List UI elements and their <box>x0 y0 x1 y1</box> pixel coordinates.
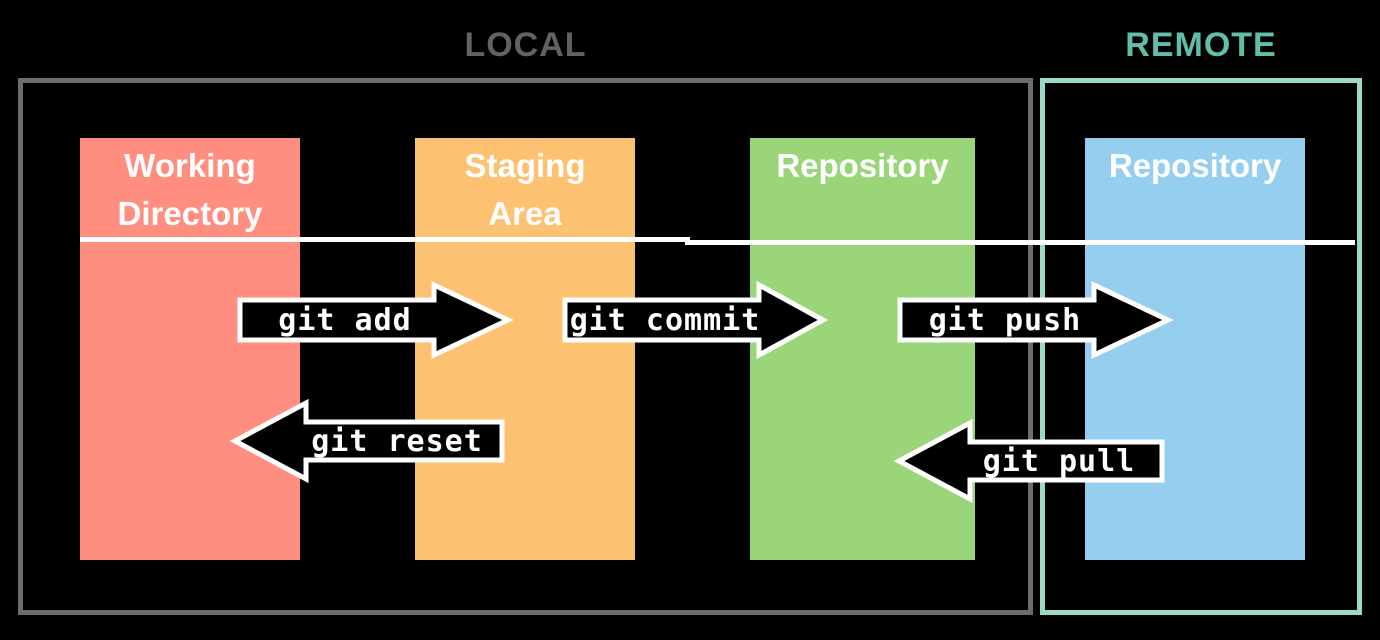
zone-panel-remote <box>1040 78 1362 615</box>
divider-line-right <box>685 240 1355 245</box>
arrow-left-icon <box>229 398 505 484</box>
arrow-right-icon <box>897 281 1174 359</box>
arrow-git-reset[interactable]: git reset <box>229 398 505 484</box>
stage-label-working-directory: Working Directory <box>117 147 263 232</box>
arrow-left-icon <box>893 418 1165 504</box>
divider-line-left <box>80 237 690 242</box>
arrow-git-push[interactable]: git push <box>897 281 1174 359</box>
stage-label-remote-repository: Repository <box>1108 147 1282 184</box>
stage-label-local-repository: Repository <box>776 147 949 184</box>
zone-panel-local <box>18 78 1033 615</box>
arrow-right-icon <box>562 280 829 360</box>
stage-label-staging-area: Staging Area <box>464 147 586 232</box>
zone-title-local: LOCAL <box>464 26 587 64</box>
arrow-git-add[interactable]: git add <box>237 281 514 359</box>
zone-title-remote: REMOTE <box>1125 26 1277 64</box>
arrow-right-icon <box>237 281 514 359</box>
arrow-git-pull[interactable]: git pull <box>893 418 1165 504</box>
arrow-git-commit[interactable]: git commit <box>562 280 829 360</box>
